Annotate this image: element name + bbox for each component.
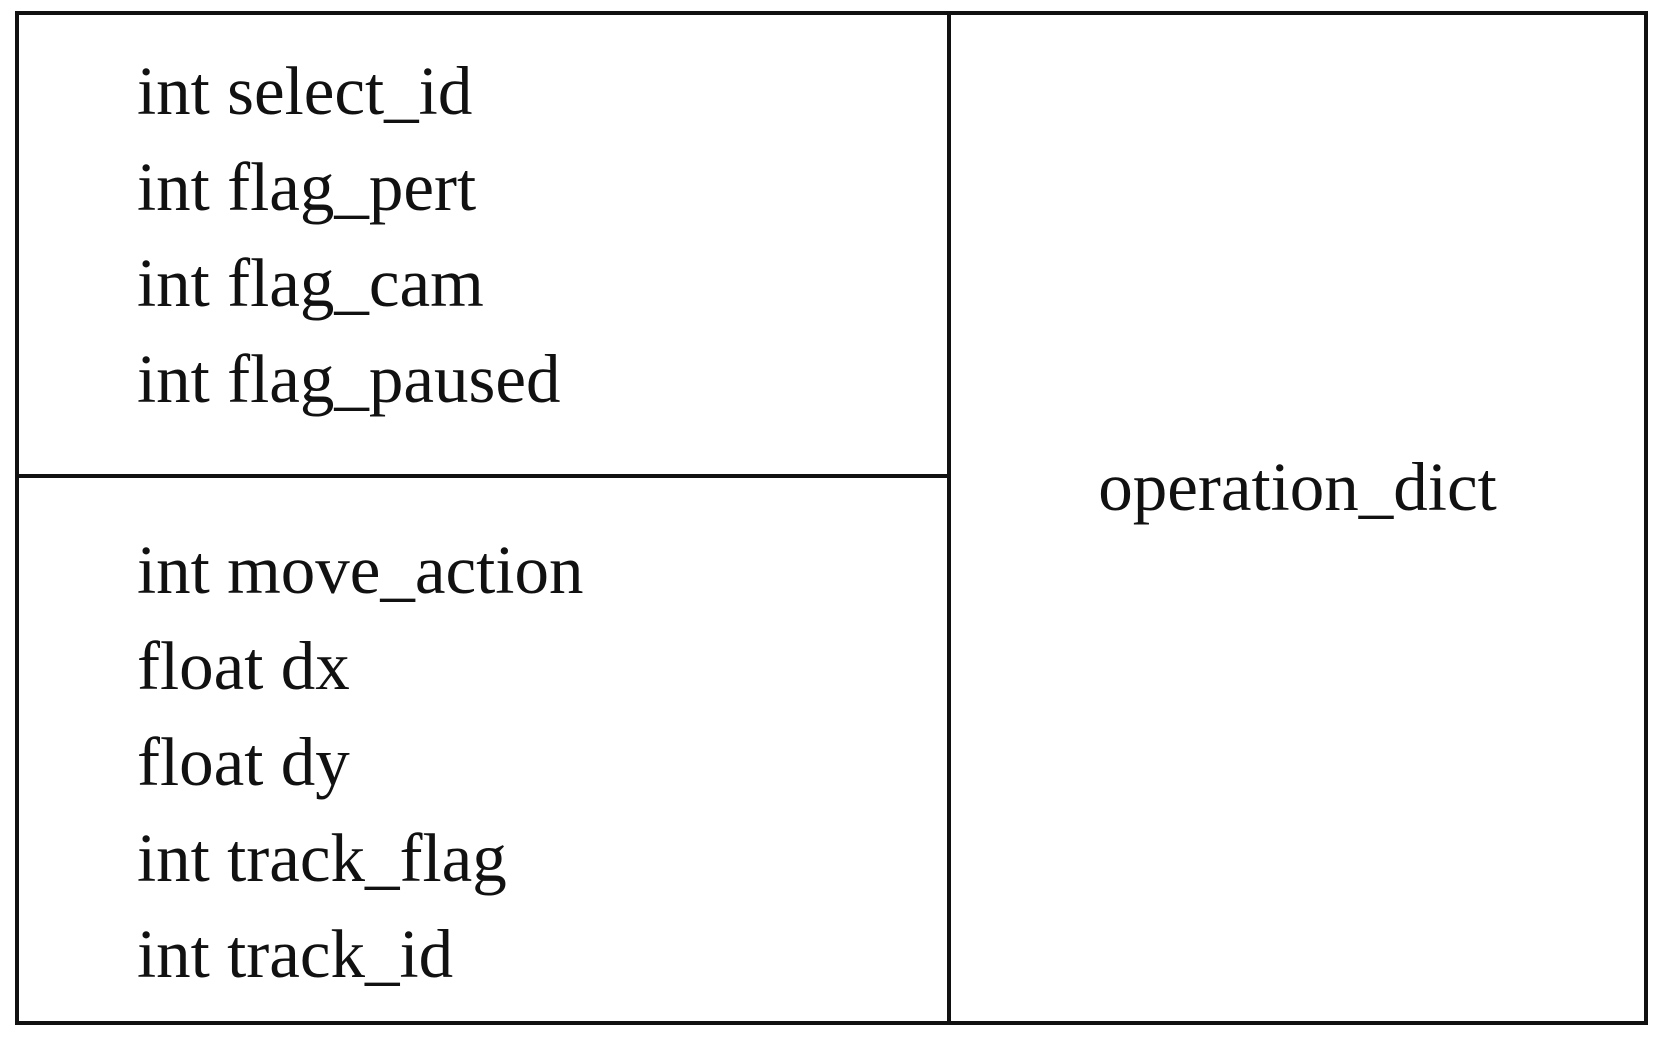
field-select-id: int select_id <box>137 53 473 129</box>
field-flag-paused: int flag_paused <box>137 341 561 417</box>
field-track-flag: int track_flag <box>137 820 507 896</box>
flag-fields-group: int select_id int flag_pert int flag_cam… <box>19 15 947 478</box>
field-dy: float dy <box>137 724 350 800</box>
struct-diagram: int select_id int flag_pert int flag_cam… <box>15 11 1648 1025</box>
dict-cell: operation_dict <box>951 15 1644 1021</box>
action-fields-group: int move_action float dx float dy int tr… <box>19 478 947 1021</box>
field-flag-cam: int flag_cam <box>137 245 484 321</box>
operation-dict-label: operation_dict <box>1098 449 1497 525</box>
fields-column: int select_id int flag_pert int flag_cam… <box>19 15 951 1021</box>
field-flag-pert: int flag_pert <box>137 149 477 225</box>
field-dx: float dx <box>137 628 350 704</box>
field-track-id: int track_id <box>137 916 454 992</box>
field-move-action: int move_action <box>137 532 584 608</box>
